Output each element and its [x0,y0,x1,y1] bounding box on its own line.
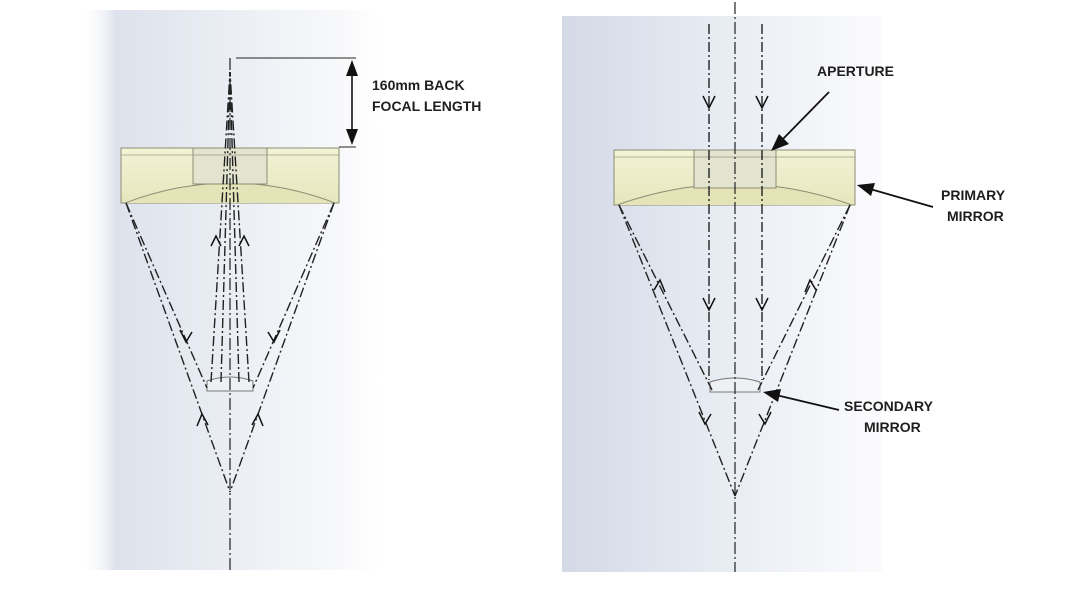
secondary-mirror-pointer [775,394,840,411]
aperture-pointer [780,91,830,142]
left-panel: 160mm BACK FOCAL LENGTH [120,57,481,570]
primary-mirror-label-line1: PRIMARY [941,187,1006,203]
right-panel-background [562,16,882,572]
primary-mirror-pointer [869,188,934,208]
dimension-label-line1: 160mm BACK [372,77,465,93]
primary-mirror-label-line2: MIRROR [947,208,1004,224]
secondary-mirror-label-line2: MIRROR [864,419,921,435]
dimension-label-line2: FOCAL LENGTH [372,98,481,114]
right-panel: APERTURE PRIMARY MIRROR SECONDARY MIRROR [613,2,1006,572]
secondary-mirror-label-line1: SECONDARY [844,398,934,414]
aperture-label: APERTURE [817,63,894,79]
